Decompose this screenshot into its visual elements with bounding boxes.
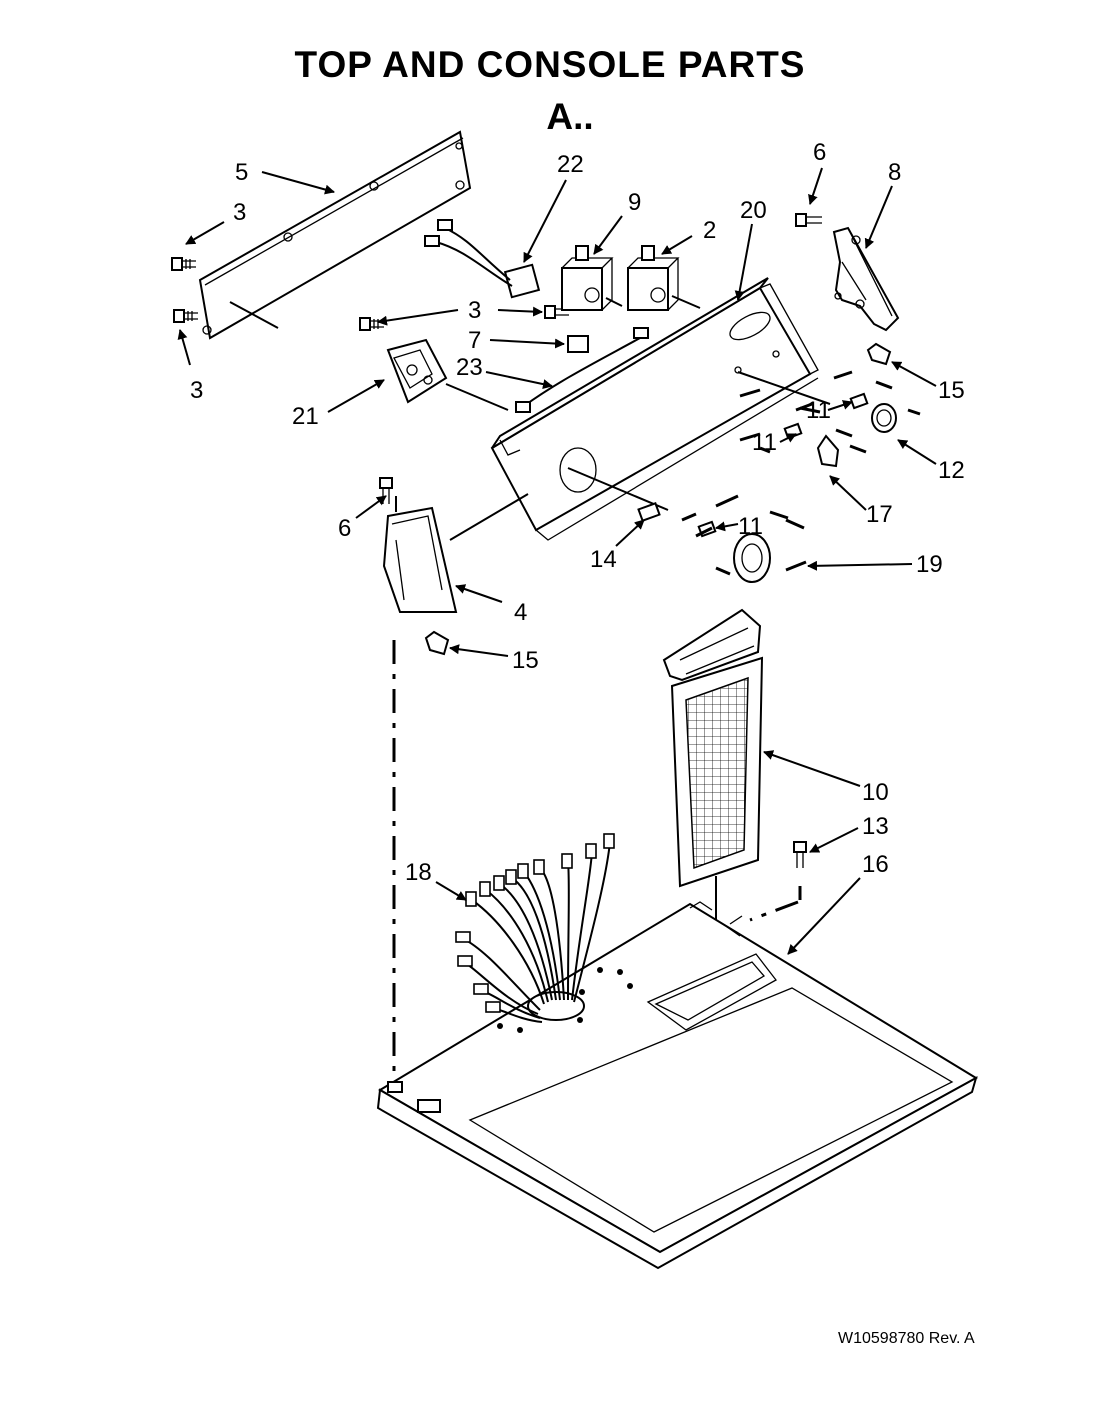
callout-23: 23 (456, 354, 483, 381)
clip-part-15 (866, 342, 892, 366)
page-title: TOP AND CONSOLE PARTS (294, 44, 806, 85)
callout-12: 12 (938, 457, 965, 484)
knob-part-19 (733, 533, 771, 583)
callout-3: 3 (233, 199, 246, 226)
lint-screen-part-10 (662, 608, 764, 970)
callout-6: 6 (338, 515, 351, 542)
callout-22: 22 (557, 151, 584, 178)
knob-part-17 (816, 434, 840, 468)
callout-3: 3 (468, 297, 481, 324)
wire-harness-part-22 (424, 219, 541, 299)
screw-icon (359, 317, 384, 331)
callout-13: 13 (862, 813, 889, 840)
callout-18: 18 (405, 859, 432, 886)
callout-5: 5 (235, 159, 248, 186)
callout-6: 6 (813, 139, 826, 166)
wire-part-23 (515, 327, 649, 413)
end-cap-part-8 (832, 226, 900, 332)
wire-bundle-part-18 (455, 833, 615, 1023)
callout-15: 15 (938, 377, 965, 404)
insert-part-11 (849, 392, 869, 410)
callout-7: 7 (468, 327, 481, 354)
callout-2: 2 (703, 217, 716, 244)
callout-8: 8 (888, 159, 901, 186)
callout-4: 4 (514, 599, 527, 626)
callout-10: 10 (862, 779, 889, 806)
screw-icon (793, 841, 807, 868)
knob-part-12 (871, 403, 897, 433)
spring-part-14 (637, 502, 661, 522)
callout-11: 11 (752, 429, 777, 456)
screw-icon (171, 257, 196, 271)
callout-14: 14 (590, 546, 617, 573)
callout-17: 17 (866, 501, 893, 528)
connector-part-7 (567, 335, 589, 353)
switch-part-9 (561, 245, 614, 311)
diagram-subtitle: A.. (546, 96, 594, 137)
end-cap-part-4 (382, 496, 458, 613)
leader-lines (177, 167, 937, 955)
document-number: W10598780 Rev. A (838, 1330, 975, 1347)
callout-19: 19 (916, 551, 943, 578)
callout-15: 15 (512, 647, 539, 674)
callout-20: 20 (740, 197, 767, 224)
clip-part-15 (424, 630, 450, 656)
callout-3: 3 (190, 377, 203, 404)
screw-icon (795, 213, 822, 227)
top-cabinet-part-16 (376, 901, 978, 1270)
callout-21: 21 (292, 403, 319, 430)
callout-16: 16 (862, 851, 889, 878)
callout-11: 11 (738, 513, 763, 540)
rear-panel-part-5 (198, 130, 472, 340)
screw-icon (173, 309, 198, 323)
timer-part-21 (386, 338, 509, 411)
callout-9: 9 (628, 189, 641, 216)
switch-part-2 (627, 245, 680, 311)
callout-11: 11 (806, 397, 831, 424)
